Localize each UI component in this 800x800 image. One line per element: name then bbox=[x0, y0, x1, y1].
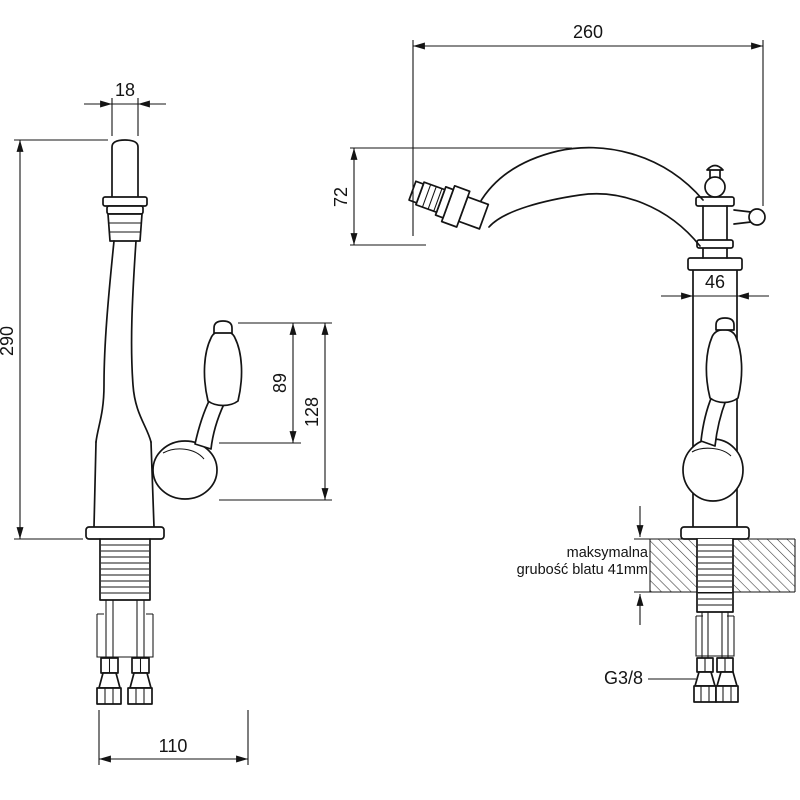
front-hose-fitting-right bbox=[127, 687, 153, 705]
side-hose-fitting-left bbox=[693, 685, 717, 703]
dim-label-18: 18 bbox=[115, 80, 135, 100]
front-handle-grip bbox=[203, 329, 243, 407]
side-spout-inner bbox=[488, 193, 701, 247]
dimension-reach: 260 bbox=[412, 22, 764, 236]
side-base-flange bbox=[680, 526, 750, 540]
front-neck-right bbox=[130, 240, 152, 443]
front-spout-ring bbox=[106, 205, 144, 215]
side-handle-grip bbox=[705, 328, 743, 404]
side-knob-arm bbox=[733, 209, 752, 225]
side-body-top-flange bbox=[687, 257, 743, 271]
dim-label-89: 89 bbox=[270, 373, 290, 393]
side-mount-bracket bbox=[695, 615, 735, 657]
front-view-dimensions: 18 290 89 128 110 bbox=[0, 80, 332, 765]
front-hose-fitting-left bbox=[96, 687, 122, 705]
dim-label-290: 290 bbox=[0, 326, 17, 356]
dimension-base-width: 110 bbox=[98, 710, 249, 765]
front-neck-left bbox=[95, 240, 115, 443]
dimension-spout-drop: 72 bbox=[331, 147, 572, 246]
side-knob-ball bbox=[748, 208, 766, 226]
dimension-thread: G3/8 bbox=[604, 668, 696, 688]
side-view-dimensions: 260 72 46 maksymalna grubość blatu 41mm … bbox=[331, 22, 769, 688]
side-hose-fitting-right bbox=[715, 685, 739, 703]
front-spout-flange bbox=[102, 196, 148, 207]
dimension-handle-heights: 89 128 bbox=[219, 322, 332, 501]
front-aerator-block bbox=[107, 213, 143, 242]
side-spout-outer bbox=[478, 146, 704, 205]
countertop-hatch-left bbox=[650, 539, 697, 592]
side-mount-studs bbox=[701, 612, 729, 670]
side-handle-cap bbox=[715, 317, 735, 331]
side-view-faucet bbox=[408, 146, 766, 540]
dimension-total-height: 290 bbox=[0, 139, 108, 540]
side-shank bbox=[696, 538, 734, 613]
front-hose-cone-left bbox=[98, 672, 121, 689]
dimension-countertop-thickness: maksymalna grubość blatu 41mm bbox=[517, 506, 650, 625]
side-hose-cone-left bbox=[694, 671, 716, 687]
front-body bbox=[93, 441, 155, 528]
front-hose-cone-right bbox=[129, 672, 152, 689]
side-finial-ball bbox=[704, 176, 726, 198]
front-spout-tube bbox=[111, 139, 139, 198]
dimension-body-diameter: 46 bbox=[661, 272, 769, 300]
front-handle-stem bbox=[194, 398, 225, 450]
dim-label-128: 128 bbox=[302, 397, 322, 427]
dim-label-110: 110 bbox=[159, 736, 188, 756]
dim-label-72: 72 bbox=[331, 187, 351, 207]
front-mount-bracket bbox=[96, 613, 154, 658]
countertop-hatch-right bbox=[733, 539, 795, 592]
side-handle-stem bbox=[700, 395, 727, 447]
dimension-spout-width: 18 bbox=[84, 80, 166, 136]
front-mount-studs bbox=[105, 600, 145, 670]
counter-note-line2: grubość blatu 41mm bbox=[517, 562, 648, 578]
thread-label: G3/8 bbox=[604, 668, 643, 688]
front-base-flange bbox=[85, 526, 165, 540]
side-column bbox=[702, 205, 728, 259]
front-view-faucet bbox=[85, 139, 243, 705]
dim-label-260: 260 bbox=[573, 22, 603, 42]
front-shank bbox=[99, 538, 151, 601]
side-spout-outlet bbox=[408, 180, 490, 230]
side-finial-tip bbox=[706, 164, 724, 179]
front-handle-cap bbox=[213, 320, 233, 334]
dim-label-46: 46 bbox=[705, 272, 725, 292]
side-hose-cone-right bbox=[716, 671, 738, 687]
side-column-ring bbox=[696, 239, 734, 249]
countertop-section bbox=[649, 538, 796, 703]
counter-note-line1: maksymalna bbox=[567, 545, 649, 561]
